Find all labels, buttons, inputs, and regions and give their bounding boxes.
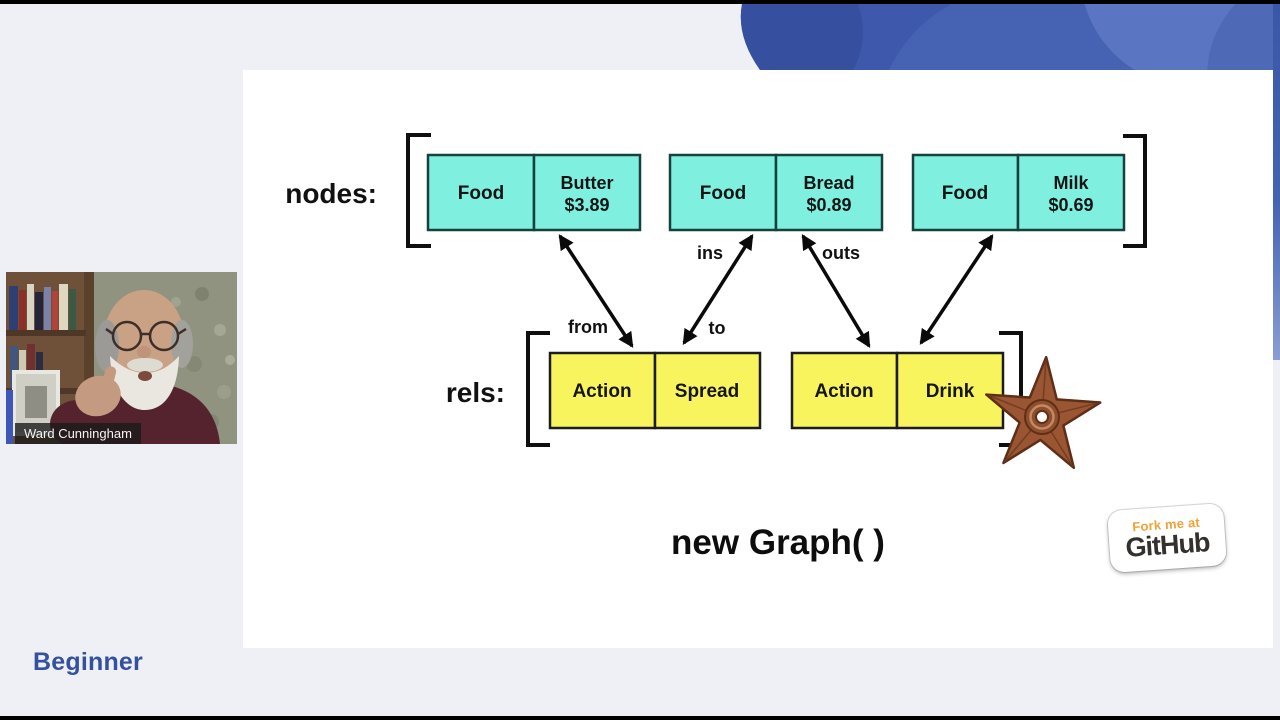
rel-pair-drink: Action Drink (790, 351, 1005, 430)
speaker-mouth (138, 371, 152, 381)
rels-open-bracket (526, 331, 550, 447)
right-edge-blue-strip (1273, 4, 1280, 360)
github-badge: Fork me at GitHub (1106, 503, 1228, 573)
nodes-close-bracket (1123, 134, 1147, 248)
github-logo-text: GitHub (1124, 527, 1211, 563)
rel-name-label: Spread (675, 381, 739, 402)
node-name-label: Milk (1053, 173, 1089, 193)
slide-canvas: nodes: rels: Food Butter $3.89 Food Brea… (243, 70, 1273, 648)
edge-outs-arrow (801, 234, 871, 348)
speaker-webcam-video: Ward Cunningham (6, 272, 237, 444)
blue-decoration (740, 4, 1280, 70)
rel-name-label: Drink (926, 381, 975, 402)
webcam-blue-strip (6, 390, 13, 444)
node-type-label: Food (458, 183, 504, 204)
edge-ins-arrow (919, 234, 994, 345)
rel-pair-spread: Action Spread (548, 351, 762, 430)
node-name-label: Butter (561, 173, 614, 193)
code-caption: new Graph( ) (671, 523, 885, 562)
node-pair-bread: Food Bread $0.89 (668, 153, 884, 232)
speaker-nose (137, 346, 151, 358)
node-price-label: $0.89 (806, 195, 851, 215)
node-pair-milk: Food Milk $0.69 (911, 153, 1126, 232)
deco-circle-dark (740, 4, 863, 70)
edge-label-from: from (568, 317, 608, 337)
deco-circle-mid (875, 4, 1165, 70)
bottom-letterbox-bar (0, 716, 1280, 720)
rels-row-label: rels: (446, 377, 505, 408)
top-letterbox-bar (0, 0, 1280, 4)
speaker-beard (110, 356, 179, 410)
edge-label-outs: outs (822, 243, 860, 263)
node-price-label: $3.89 (564, 195, 609, 215)
edge-from-arrow (558, 234, 634, 348)
edge-label-to: to (709, 318, 726, 338)
graph-diagram: nodes: rels: Food Butter $3.89 Food Brea… (285, 133, 1147, 562)
edge-to-arrow (682, 234, 754, 345)
nodes-row-label: nodes: (285, 178, 377, 209)
nodes-open-bracket (406, 133, 431, 248)
deco-circle-right (1207, 4, 1280, 70)
speaker-name-tag: Ward Cunningham (15, 423, 141, 444)
edge-arrows (558, 234, 994, 348)
rel-type-label: Action (572, 381, 631, 402)
node-type-label: Food (700, 183, 746, 204)
speaker-glasses (105, 320, 187, 352)
edge-label-ins: ins (697, 243, 723, 263)
barnstar-icon (985, 355, 1102, 470)
node-pair-butter: Food Butter $3.89 (426, 153, 642, 232)
rel-type-label: Action (814, 381, 873, 402)
difficulty-label: Beginner (33, 648, 143, 676)
webcam-scene (6, 272, 237, 444)
speaker-mustache (127, 358, 163, 372)
node-name-label: Bread (803, 173, 854, 193)
speaker-head (104, 290, 184, 386)
speaker-finger (100, 366, 117, 394)
node-price-label: $0.69 (1048, 195, 1093, 215)
node-type-label: Food (942, 183, 988, 204)
